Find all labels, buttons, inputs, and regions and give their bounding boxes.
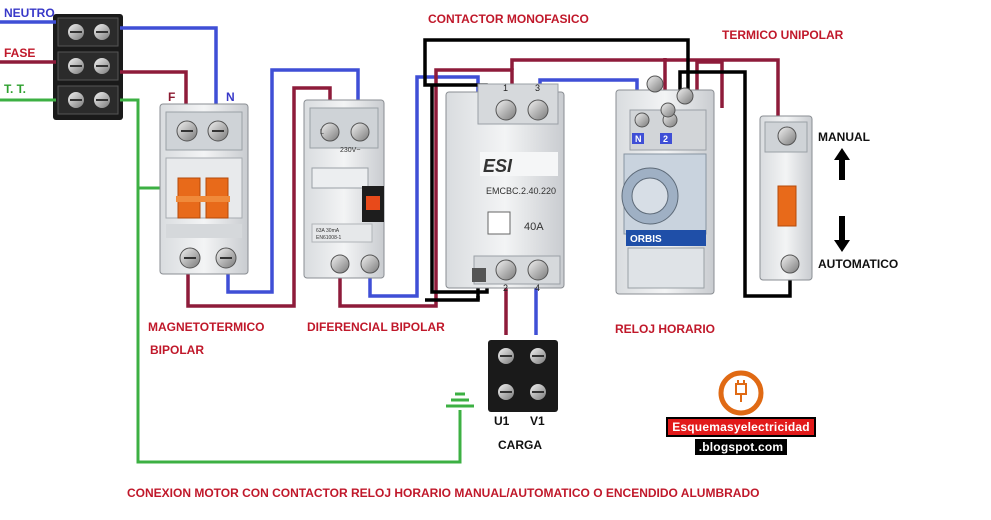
label-diferencial: DIFERENCIAL BIPOLAR bbox=[307, 320, 445, 334]
terminal-block-supply bbox=[53, 14, 123, 120]
label-f: F bbox=[168, 90, 176, 104]
label-reloj: RELOJ HORARIO bbox=[615, 322, 716, 336]
neutral-wire bbox=[0, 20, 639, 335]
clock-terminal-2: 2 bbox=[663, 134, 668, 144]
label-neutro: NEUTRO bbox=[4, 6, 55, 20]
watermark-line1: Esquemasyelectricidad bbox=[666, 417, 816, 437]
diff-spec-1: 63A 30mA bbox=[316, 228, 340, 234]
label-termico: TERMICO UNIPOLAR bbox=[722, 28, 844, 42]
label-automatico: AUTOMATICO bbox=[818, 257, 899, 271]
label-manual: MANUAL bbox=[818, 130, 870, 144]
watermark-brand: Esquemasyelectricidad .blogspot.com bbox=[666, 417, 816, 457]
thermal-relay-unipolar bbox=[759, 115, 813, 281]
clock-brand: ORBIS bbox=[630, 234, 662, 245]
contactor-brand: ESI bbox=[483, 156, 513, 176]
label-n: N bbox=[226, 90, 235, 104]
label-fase: FASE bbox=[4, 46, 36, 60]
contactor-model: EMCBC.2.40.220 bbox=[486, 186, 556, 196]
label-contactor: CONTACTOR MONOFASICO bbox=[428, 12, 589, 26]
label-v1: V1 bbox=[530, 414, 545, 428]
breaker-bipolar bbox=[159, 103, 249, 275]
diagram-title: CONEXION MOTOR CON CONTACTOR RELOJ HORAR… bbox=[127, 486, 760, 500]
clock-terminal-n: N bbox=[635, 134, 642, 144]
diff-terminal-l: L bbox=[320, 129, 324, 136]
arrow-up-icon bbox=[834, 148, 850, 180]
terminal-block-load bbox=[488, 340, 558, 412]
label-bipolar: BIPOLAR bbox=[150, 343, 204, 357]
arrow-down-icon bbox=[834, 216, 850, 252]
contactor bbox=[445, 83, 565, 289]
earth-ground-icon bbox=[446, 392, 474, 408]
time-switch-clock bbox=[615, 75, 715, 295]
diff-spec-2: EN61008-1 bbox=[316, 235, 342, 241]
label-carga: CARGA bbox=[498, 438, 542, 452]
contactor-terminal-2: 2 bbox=[503, 283, 508, 293]
contactor-terminal-4: 4 bbox=[535, 283, 540, 293]
contactor-terminal-3: 3 bbox=[535, 83, 540, 93]
label-magnetotermico: MAGNETOTERMICO bbox=[148, 320, 265, 334]
contactor-rating: 40A bbox=[524, 221, 544, 233]
contactor-terminal-1: 1 bbox=[503, 83, 508, 93]
rcd-diferencial bbox=[303, 99, 385, 279]
logo-plug-icon bbox=[718, 370, 764, 416]
earth-wire bbox=[0, 98, 462, 464]
phase-wire bbox=[0, 58, 780, 335]
watermark-line2: .blogspot.com bbox=[694, 439, 788, 455]
label-tt: T. T. bbox=[4, 82, 27, 96]
label-u1: U1 bbox=[494, 414, 510, 428]
diff-voltage: 230V~ bbox=[340, 147, 360, 154]
